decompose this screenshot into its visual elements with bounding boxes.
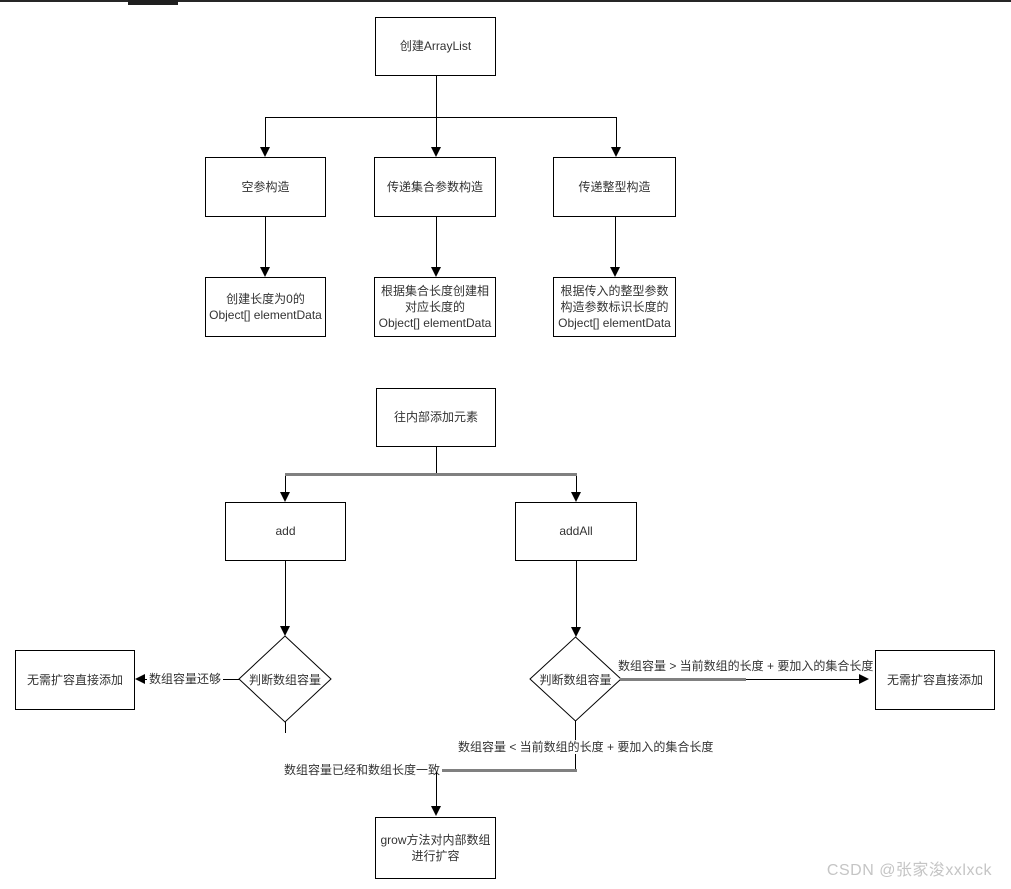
connector-line xyxy=(436,447,437,474)
node-label: addAll xyxy=(559,524,593,539)
arrowhead-down-icon xyxy=(610,267,620,277)
node-label: 无需扩容直接添加 xyxy=(26,672,123,687)
node-empty-constructor: 空参构造 xyxy=(205,157,326,217)
connector-line xyxy=(436,772,437,807)
node-collection-ctor-result: 根据集合长度创建相 对应长度的 Object[] elementData xyxy=(374,277,496,337)
node-label: 创建ArrayList xyxy=(399,39,472,54)
arrowhead-down-icon xyxy=(571,627,581,637)
node-label: 空参构造 xyxy=(241,179,290,194)
node-create-arraylist: 创建ArrayList xyxy=(375,17,496,76)
connector-line-gray xyxy=(620,678,746,681)
arrowhead-down-icon xyxy=(431,267,441,277)
top-border-remnant xyxy=(128,0,178,5)
arrowhead-down-icon xyxy=(280,626,290,636)
node-collection-constructor: 传递集合参数构造 xyxy=(374,157,496,217)
connector-line xyxy=(265,117,266,149)
node-label: 根据集合长度创建相 对应长度的 Object[] elementData xyxy=(378,283,492,331)
arrowhead-down-icon xyxy=(431,147,441,157)
connector-line xyxy=(265,117,617,118)
connector-line-gray xyxy=(437,769,577,772)
decision-judge-capacity-add: 判断数组容量 xyxy=(238,635,332,723)
connector-line xyxy=(285,722,286,733)
edge-label-capacity-equal: 数组容量已经和数组长度一致 xyxy=(282,763,443,778)
node-label: 创建长度为0的 Object[] elementData xyxy=(209,291,322,322)
node-label: 往内部添加元素 xyxy=(393,410,478,425)
node-label: 传递集合参数构造 xyxy=(386,179,483,194)
arrowhead-down-icon xyxy=(431,806,441,816)
node-grow-method: grow方法对内部数组 进行扩容 xyxy=(375,817,496,879)
node-label: 判断数组容量 xyxy=(539,672,612,687)
node-label: 传递整型构造 xyxy=(578,179,651,194)
arrowhead-right-icon xyxy=(859,674,869,684)
connector-line xyxy=(576,476,577,493)
connector-line xyxy=(285,476,286,493)
connector-line xyxy=(265,217,266,269)
node-no-expand-addall: 无需扩容直接添加 xyxy=(875,650,995,710)
arrowhead-left-icon xyxy=(135,674,145,684)
node-int-ctor-result: 根据传入的整型参数 构造参数标识长度的 Object[] elementData xyxy=(553,277,676,337)
node-add-elements: 往内部添加元素 xyxy=(376,388,496,447)
node-addall-method: addAll xyxy=(515,502,637,561)
connector-line xyxy=(615,217,616,269)
node-label: add xyxy=(275,524,296,539)
edge-label-capacity-enough: 数组容量还够 xyxy=(147,672,224,687)
node-int-constructor: 传递整型构造 xyxy=(553,157,676,217)
connector-line xyxy=(616,117,617,149)
node-label: 无需扩容直接添加 xyxy=(886,672,983,687)
connector-line xyxy=(436,217,437,269)
node-label: 根据传入的整型参数 构造参数标识长度的 Object[] elementData xyxy=(558,283,671,331)
node-label: 判断数组容量 xyxy=(248,672,321,687)
arrowhead-down-icon xyxy=(571,492,581,502)
arrowhead-down-icon xyxy=(260,267,270,277)
connector-line xyxy=(436,76,437,117)
node-empty-ctor-result: 创建长度为0的 Object[] elementData xyxy=(205,277,326,337)
connector-line xyxy=(436,117,437,149)
node-no-expand-add: 无需扩容直接添加 xyxy=(15,650,135,710)
connector-line-gray xyxy=(285,473,577,476)
node-add-method: add xyxy=(225,502,346,561)
arrowhead-down-icon xyxy=(260,147,270,157)
csdn-watermark: CSDN @张家浚xxlxck xyxy=(826,862,992,879)
arrowhead-down-icon xyxy=(611,147,621,157)
connector-line xyxy=(285,561,286,627)
top-border-line xyxy=(0,0,1011,2)
arrowhead-down-icon xyxy=(280,492,290,502)
node-label: grow方法对内部数组 进行扩容 xyxy=(380,832,491,863)
connector-line xyxy=(576,561,577,628)
edge-label-capacity-greater: 数组容量 > 当前数组的长度 + 要加入的集合长度 xyxy=(616,659,876,674)
decision-judge-capacity-addall: 判断数组容量 xyxy=(529,636,622,722)
edge-label-capacity-less: 数组容量 < 当前数组的长度 + 要加入的集合长度 xyxy=(456,740,716,755)
